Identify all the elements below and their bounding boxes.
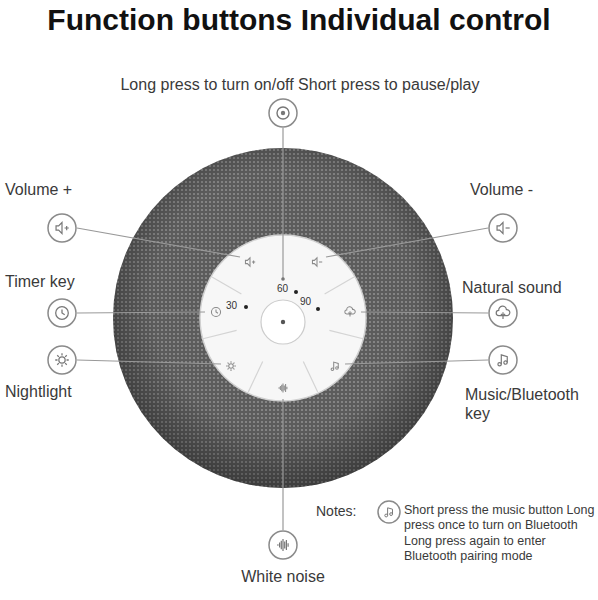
button-icons [55,107,510,551]
timer-number: 60 [277,283,288,295]
volume-up-callout: Volume + [5,180,125,199]
timer-callout: Timer key [5,272,125,291]
power-callout: Long press to turn on/off Short press to… [40,75,560,94]
title: Function buttons Individual control [47,2,550,38]
power-button [261,300,305,344]
power-dot [281,320,285,324]
panel-dividers [202,277,364,392]
nightlight-callout: Nightlight [5,382,125,401]
natural-sound-callout: Natural sound [462,278,596,297]
leader-dots [281,277,285,281]
music-bluetooth-callout: Music/Bluetooth key [465,385,595,423]
leader-lines [77,128,488,530]
timer-number: 90 [300,296,311,308]
icon-circles [48,99,517,559]
volume-down-callout: Volume - [470,180,594,199]
timer-number: 30 [226,300,237,312]
notes-heading: Notes: [316,503,376,520]
white-noise-callout: White noise [183,567,383,586]
panel-icons [211,258,355,393]
notes-text: Short press the music button Long press … [404,503,596,564]
